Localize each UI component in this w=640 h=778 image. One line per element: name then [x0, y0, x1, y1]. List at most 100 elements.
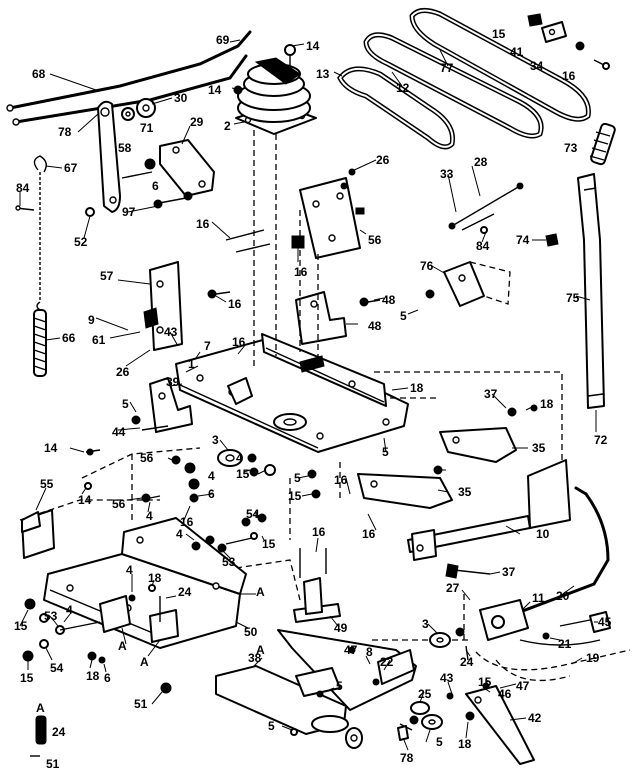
callout-3: 3 — [422, 617, 429, 631]
callout-15: 15 — [14, 619, 28, 633]
chain-and-spring-66-67-84 — [15, 155, 47, 377]
frame-50 — [43, 517, 247, 649]
callout-69: 69 — [216, 33, 230, 47]
callout-74: 74 — [516, 233, 530, 247]
callout-16: 16 — [228, 297, 242, 311]
detail-A-bolt-24 — [30, 682, 172, 757]
callout-45: 45 — [598, 615, 612, 629]
callout-5: 5 — [382, 445, 389, 459]
callout-22: 22 — [380, 655, 394, 669]
callout-5: 5 — [436, 735, 443, 749]
bracket-39 — [149, 377, 193, 433]
callout-16: 16 — [362, 527, 376, 541]
callout-14: 14 — [78, 493, 92, 507]
callout-68: 68 — [32, 67, 46, 81]
callout-18: 18 — [458, 737, 472, 751]
callout-43: 43 — [164, 325, 178, 339]
washers-58-71 — [121, 98, 156, 121]
callout-47: 47 — [344, 643, 358, 657]
callout-15: 15 — [478, 675, 492, 689]
callout-61: 61 — [92, 333, 106, 347]
pin-52 — [85, 207, 95, 217]
callout-19: 19 — [586, 651, 600, 665]
callout-A: A — [140, 655, 149, 669]
callout-5: 5 — [336, 679, 343, 693]
callout-18: 18 — [86, 669, 100, 683]
callout-20: 20 — [556, 589, 570, 603]
belts-12-13-77 — [337, 8, 591, 150]
callout-77: 77 — [440, 61, 454, 75]
callout-38: 38 — [248, 651, 262, 665]
callout-53: 53 — [222, 555, 236, 569]
callout-28: 28 — [474, 155, 488, 169]
callout-73: 73 — [564, 141, 578, 155]
callout-5: 5 — [122, 397, 129, 411]
callout-84: 84 — [476, 239, 490, 253]
callout-48: 48 — [368, 319, 382, 333]
callout-A: A — [256, 585, 265, 599]
callout-1: 1 — [188, 357, 195, 371]
callout-5: 5 — [294, 471, 301, 485]
callout-15: 15 — [262, 537, 276, 551]
callout-4: 4 — [176, 527, 183, 541]
callout-52: 52 — [74, 235, 88, 249]
callout-16: 16 — [232, 335, 246, 349]
pivot-assembly-11-27 — [479, 599, 611, 646]
callout-13: 13 — [316, 67, 330, 81]
pulley-assembly-2 — [233, 44, 317, 135]
callout-46: 46 — [498, 687, 512, 701]
callout-71: 71 — [140, 121, 154, 135]
callout-27: 27 — [446, 581, 460, 595]
callout-50: 50 — [244, 625, 258, 639]
bracket-41-hardware — [527, 13, 610, 70]
hardware-cluster-center — [131, 415, 321, 503]
callout-26: 26 — [376, 153, 390, 167]
callout-37: 37 — [502, 565, 516, 579]
callout-16: 16 — [334, 473, 348, 487]
callout-39: 39 — [166, 375, 180, 389]
callout-4: 4 — [66, 603, 73, 617]
callout-75: 75 — [566, 291, 580, 305]
bracket-29 — [159, 139, 215, 197]
callout-14: 14 — [208, 83, 222, 97]
callout-48: 48 — [382, 293, 396, 307]
rod-20 — [502, 486, 610, 620]
callout-54: 54 — [50, 661, 64, 675]
callout-84: 84 — [16, 181, 30, 195]
callout-16: 16 — [294, 265, 308, 279]
callout-6: 6 — [152, 179, 159, 193]
callout-33: 33 — [440, 167, 454, 181]
callout-35: 35 — [532, 441, 546, 455]
callout-3: 3 — [212, 433, 219, 447]
leader-lines — [19, 39, 598, 751]
callout-14: 14 — [306, 39, 320, 53]
callout-37: 37 — [484, 387, 498, 401]
bolt-37 — [445, 563, 491, 579]
callout-56: 56 — [140, 451, 154, 465]
lower-frame-38 — [215, 629, 417, 749]
callout-41: 41 — [510, 45, 524, 59]
callout-26: 26 — [116, 365, 130, 379]
callout-15: 15 — [288, 489, 302, 503]
callout-16: 16 — [180, 515, 194, 529]
callout-51: 51 — [46, 757, 60, 771]
bracket-57 — [143, 261, 231, 351]
callout-2: 2 — [224, 119, 231, 133]
callout-16: 16 — [196, 217, 210, 231]
callout-24: 24 — [460, 655, 474, 669]
callout-A: A — [256, 643, 265, 657]
bracket-76 — [425, 261, 511, 307]
callout-4: 4 — [208, 469, 215, 483]
callout-78: 78 — [58, 125, 72, 139]
hardware-cluster-25 — [290, 701, 443, 741]
callout-16: 16 — [562, 69, 576, 83]
callout-49: 49 — [334, 621, 348, 635]
callout-30: 30 — [174, 91, 188, 105]
callout-97: 97 — [122, 205, 136, 219]
callout-16: 16 — [312, 525, 326, 539]
callout-15: 15 — [20, 671, 34, 685]
callout-53: 53 — [44, 609, 58, 623]
callout-72: 72 — [594, 433, 608, 447]
callout-43: 43 — [440, 671, 454, 685]
rod-assembly-68-69 — [6, 30, 252, 126]
